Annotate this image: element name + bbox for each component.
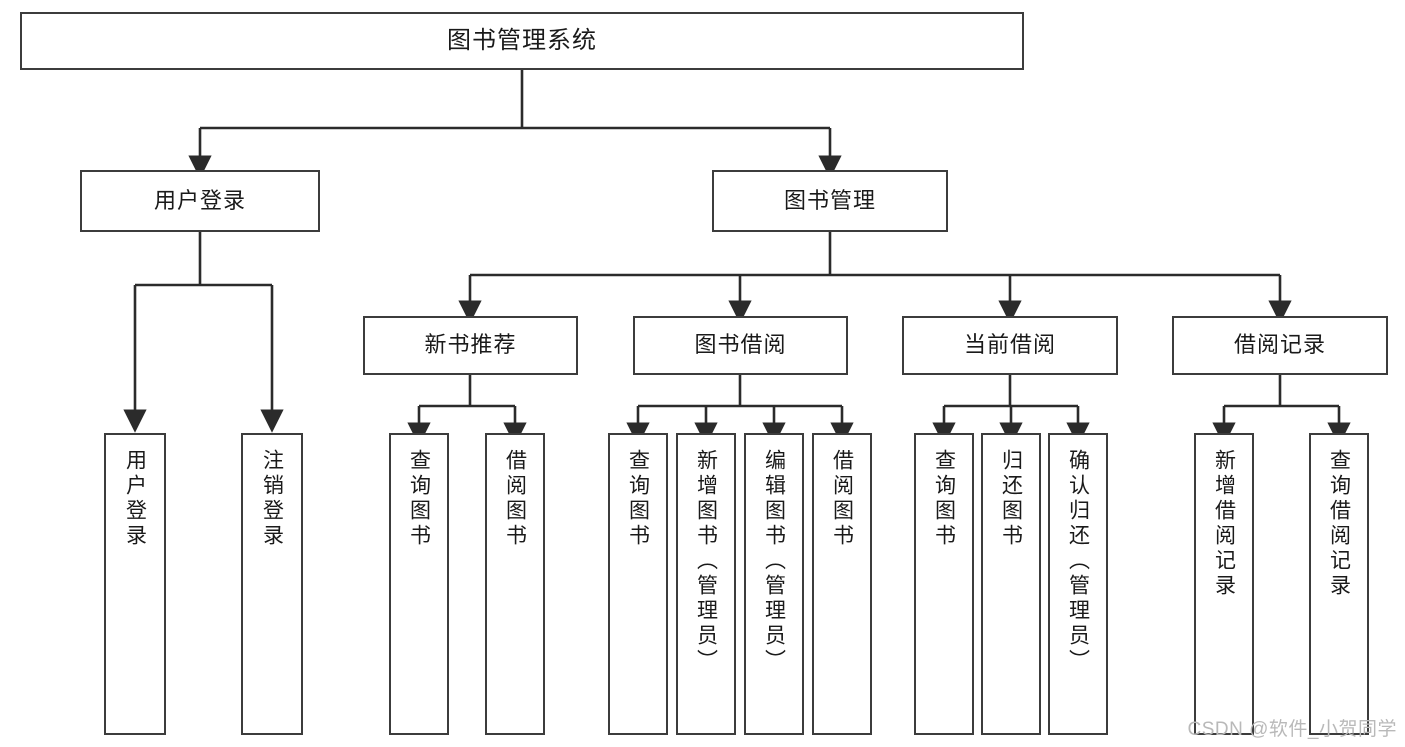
leaf-borrow-book-2[interactable]: 借阅图书	[812, 433, 872, 735]
node-user-login[interactable]: 用户登录	[80, 170, 320, 232]
leaf-user-login-label: 用户登录	[123, 449, 147, 549]
leaf-query-book-3[interactable]: 查询图书	[914, 433, 974, 735]
leaf-query-record-label: 查询借阅记录	[1327, 449, 1351, 599]
node-book-borrow-label: 图书借阅	[694, 332, 787, 358]
node-new-book-recommend-label: 新书推荐	[424, 332, 517, 358]
node-root-label: 图书管理系统	[447, 26, 597, 54]
leaf-confirm-return[interactable]: 确认归还（管理员）	[1048, 433, 1108, 735]
node-current-borrow-label: 当前借阅	[963, 332, 1056, 358]
leaf-query-book-2[interactable]: 查询图书	[608, 433, 668, 735]
node-book-manage-label: 图书管理	[783, 187, 876, 213]
leaf-user-logout[interactable]: 注销登录	[241, 433, 303, 735]
node-current-borrow[interactable]: 当前借阅	[902, 316, 1118, 375]
node-book-borrow[interactable]: 图书借阅	[633, 316, 848, 375]
leaf-add-record[interactable]: 新增借阅记录	[1194, 433, 1254, 735]
watermark: CSDN @软件_小贺同学	[1187, 719, 1397, 740]
node-root[interactable]: 图书管理系统	[20, 12, 1024, 70]
node-new-book-recommend[interactable]: 新书推荐	[363, 316, 578, 375]
leaf-query-book-3-label: 查询图书	[932, 449, 956, 549]
leaf-query-book-2-label: 查询图书	[626, 449, 650, 549]
leaf-borrow-book-2-label: 借阅图书	[830, 449, 854, 549]
leaf-user-login[interactable]: 用户登录	[104, 433, 166, 735]
leaf-add-book-label: 新增图书（管理员）	[694, 449, 718, 674]
leaf-user-logout-label: 注销登录	[260, 449, 284, 549]
leaf-return-book-label: 归还图书	[999, 449, 1023, 549]
leaf-add-record-label: 新增借阅记录	[1212, 449, 1236, 599]
leaf-add-book[interactable]: 新增图书（管理员）	[676, 433, 736, 735]
leaf-edit-book[interactable]: 编辑图书（管理员）	[744, 433, 804, 735]
leaf-confirm-return-label: 确认归还（管理员）	[1066, 449, 1090, 674]
leaf-edit-book-label: 编辑图书（管理员）	[762, 449, 786, 674]
leaf-borrow-book-1[interactable]: 借阅图书	[485, 433, 545, 735]
node-book-manage[interactable]: 图书管理	[712, 170, 948, 232]
node-borrow-record[interactable]: 借阅记录	[1172, 316, 1388, 375]
leaf-query-record[interactable]: 查询借阅记录	[1309, 433, 1369, 735]
node-user-login-label: 用户登录	[153, 187, 246, 213]
leaf-query-book-1-label: 查询图书	[407, 449, 431, 549]
leaf-borrow-book-1-label: 借阅图书	[503, 449, 527, 549]
leaf-return-book[interactable]: 归还图书	[981, 433, 1041, 735]
node-borrow-record-label: 借阅记录	[1233, 332, 1326, 358]
leaf-query-book-1[interactable]: 查询图书	[389, 433, 449, 735]
